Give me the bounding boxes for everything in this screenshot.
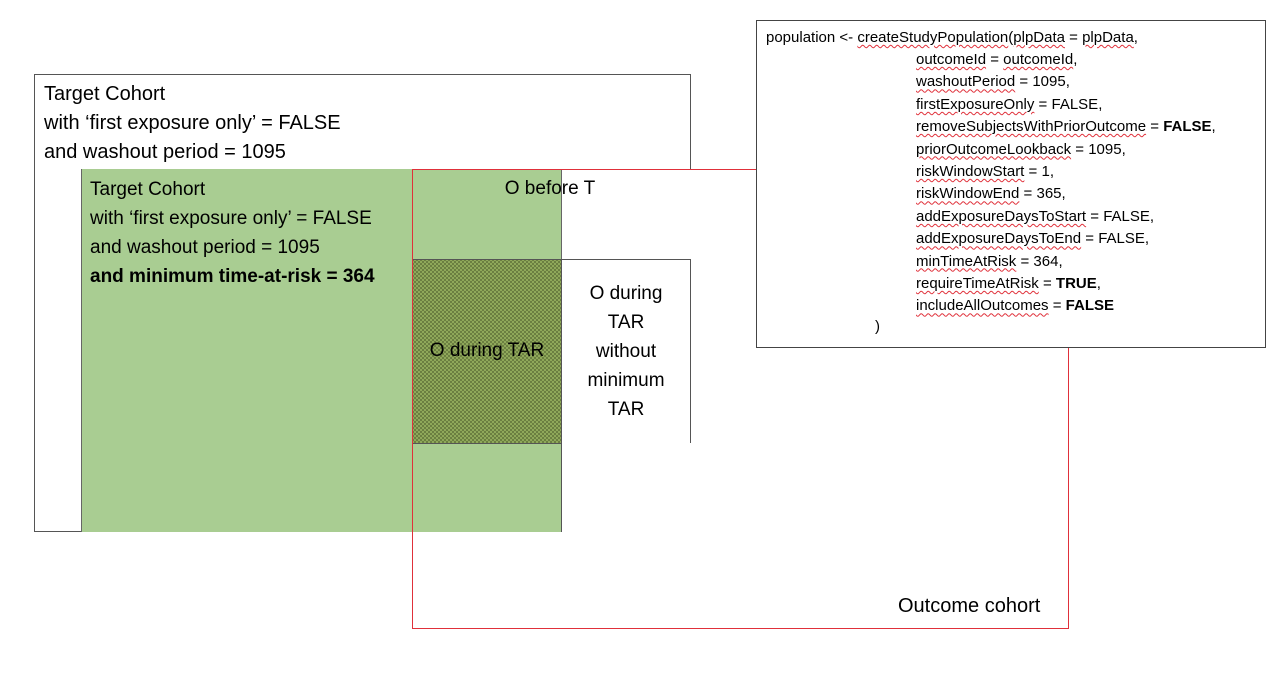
code-comma: ,	[1061, 185, 1066, 203]
code-equals: =	[1016, 252, 1034, 270]
code-equals: =	[1064, 29, 1083, 46]
cell-o-during-tar	[412, 259, 562, 444]
code-arg-value: FALSE	[1103, 207, 1150, 225]
code-comma: ,	[1058, 252, 1063, 270]
code-arg-name: washoutPeriod	[916, 73, 1016, 91]
code-arg-name: addExposureDaysToStart	[916, 207, 1087, 225]
code-equals: =	[1081, 230, 1099, 248]
code-arg-name: removeSubjectsWithPriorOutcome	[916, 118, 1147, 136]
code-arg-name: riskWindowEnd	[916, 185, 1020, 203]
outer-cohort-label: Target Cohort with ‘first exposure only’…	[44, 80, 341, 167]
code-arg-name: requireTimeAtRisk	[916, 275, 1039, 293]
inner-cohort-line: Target Cohort	[90, 179, 206, 200]
outcome-cohort-left-edge	[412, 169, 413, 629]
code-comma: ,	[1144, 230, 1150, 248]
code-close-paren: )	[875, 318, 880, 335]
code-equals: =	[1015, 73, 1033, 91]
code-arg-value: FALSE	[1065, 297, 1115, 315]
code-arg-line: firstExposureOnly = FALSE,	[916, 94, 1216, 116]
code-arg-value: 364	[1033, 252, 1059, 270]
inner-cohort-label: Target Cohort with ‘first exposure only’…	[90, 175, 375, 291]
outer-cohort-line: and washout period = 1095	[44, 141, 286, 163]
code-arg-name: priorOutcomeLookback	[916, 140, 1072, 158]
label-line: TAR	[607, 312, 645, 333]
code-comma: ,	[1065, 73, 1070, 91]
code-arg-line: requireTimeAtRisk = TRUE,	[916, 273, 1216, 295]
code-args: outcomeId = outcomeId,washoutPeriod = 10…	[916, 49, 1216, 318]
code-comma: ,	[1211, 118, 1216, 136]
inner-cohort-line: with ‘first exposure only’ = FALSE	[90, 208, 372, 229]
code-comma: ,	[1049, 163, 1054, 181]
code-arg-line: riskWindowEnd = 365,	[916, 183, 1216, 205]
label-o-during-tar-without-min: O during TAR without minimum TAR	[561, 279, 691, 424]
code-equals: =	[1019, 185, 1037, 203]
outcome-cohort-label: Outcome cohort	[898, 595, 1041, 617]
code-arg-value: TRUE	[1055, 275, 1097, 293]
code-equals: =	[1038, 275, 1056, 293]
code-arg-line: addExposureDaysToEnd = FALSE,	[916, 228, 1216, 250]
code-equals: =	[1146, 118, 1164, 136]
outcome-cohort-top-edge	[412, 169, 757, 170]
code-arg-value: FALSE	[1098, 230, 1145, 248]
code-open-paren: (	[1008, 29, 1014, 46]
code-comma: ,	[1098, 95, 1103, 113]
code-first-line: population <- createStudyPopulation(plpD…	[766, 27, 1138, 49]
code-arg-line: removeSubjectsWithPriorOutcome = FALSE,	[916, 116, 1216, 138]
code-arg-line: outcomeId = outcomeId,	[916, 49, 1216, 71]
code-comma: ,	[1149, 207, 1155, 225]
outside-region-bottom	[561, 443, 691, 532]
code-arg-line: riskWindowStart = 1,	[916, 161, 1216, 183]
label-line: TAR	[607, 399, 645, 420]
code-comma: ,	[1133, 29, 1138, 46]
code-arg-value: outcomeId	[1003, 51, 1074, 68]
outcome-cohort-bottom-edge	[412, 628, 1069, 629]
code-arg-value: 365	[1036, 185, 1062, 203]
code-arg-line: minTimeAtRisk = 364,	[916, 251, 1216, 273]
code-arg-name: firstExposureOnly	[916, 95, 1035, 113]
code-arg-name: includeAllOutcomes	[916, 297, 1049, 315]
code-comma: ,	[1096, 275, 1101, 293]
label-o-before-t: O before T	[504, 178, 596, 199]
code-arg-name: addExposureDaysToEnd	[916, 230, 1082, 248]
outside-region-top	[562, 169, 691, 260]
code-arg-value: 1095	[1032, 73, 1066, 91]
code-equals: =	[986, 51, 1004, 68]
code-equals: =	[1034, 95, 1052, 113]
code-arg-value: plpData	[1082, 29, 1134, 46]
code-arg-value: 1095	[1088, 140, 1122, 158]
outcome-cohort-right-edge	[1068, 347, 1069, 629]
code-equals: =	[1048, 297, 1066, 315]
outer-cohort-line: Target Cohort	[44, 83, 166, 105]
code-equals: =	[1071, 140, 1089, 158]
outer-cohort-line: with ‘first exposure only’ = FALSE	[44, 112, 341, 134]
code-comma: ,	[1121, 140, 1126, 158]
cell-o-during-tar-without-min	[561, 259, 691, 444]
label-line: without	[595, 341, 657, 362]
code-equals: =	[1086, 207, 1104, 225]
code-arg-name: minTimeAtRisk	[916, 252, 1017, 270]
code-arg-name: plpData	[1013, 29, 1065, 46]
inner-cohort-bold-line: and minimum time-at-risk = 364	[90, 266, 375, 287]
code-arg-line: priorOutcomeLookback = 1095,	[916, 139, 1216, 161]
code-arg-value: 1	[1041, 163, 1050, 181]
code-arg-line: washoutPeriod = 1095,	[916, 71, 1216, 93]
code-panel	[756, 20, 1266, 348]
inner-cohort-line: and washout period = 1095	[90, 237, 320, 258]
code-arg-line: addExposureDaysToStart = FALSE,	[916, 206, 1216, 228]
code-arg-name: outcomeId	[916, 51, 987, 68]
code-equals: =	[1024, 163, 1042, 181]
label-o-during-tar: O during TAR	[429, 340, 545, 361]
label-line: O during	[589, 283, 663, 304]
code-arg-name: riskWindowStart	[916, 163, 1025, 181]
code-arg-line: includeAllOutcomes = FALSE	[916, 295, 1216, 317]
code-arg-value: FALSE	[1163, 118, 1212, 136]
code-arg-value: FALSE	[1051, 95, 1099, 113]
code-function-name: createStudyPopulation	[857, 29, 1009, 46]
code-prefix: population <-	[766, 29, 858, 46]
label-line: minimum	[587, 370, 665, 391]
code-comma: ,	[1073, 51, 1078, 68]
